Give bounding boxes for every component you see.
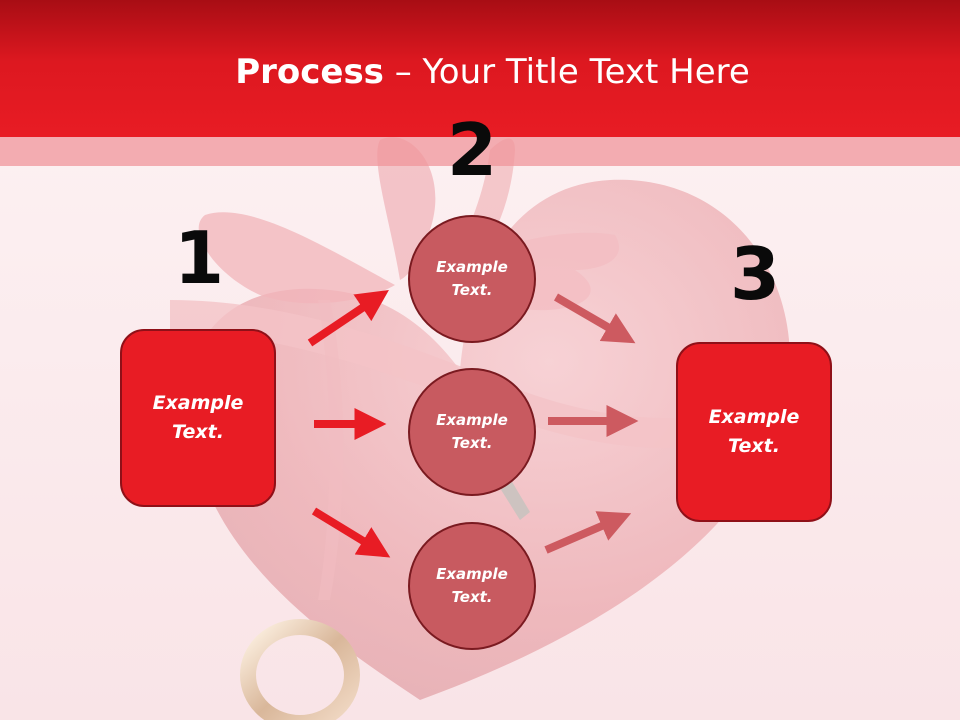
ribbon-bow-left <box>198 212 395 304</box>
step-3-box: Example Text. <box>676 342 832 522</box>
arrow-top-to-3 <box>553 293 636 344</box>
arrow-bottom-to-3 <box>544 511 632 554</box>
step-1-box: Example Text. <box>120 329 276 507</box>
title-bar-band <box>0 137 960 166</box>
title-rest: – Your Title Text Here <box>383 52 750 92</box>
step-number-3: 3 <box>730 232 781 316</box>
step-2-node-top: Example Text. <box>408 215 536 343</box>
slide-title: Process – Your Title Text Here <box>0 52 960 92</box>
step-2-node-middle: Example Text. <box>408 368 536 496</box>
step-2-node-bottom: Example Text. <box>408 522 536 650</box>
title-bar <box>0 0 960 137</box>
key-ring <box>240 619 360 720</box>
arrow-1-to-bottom <box>311 507 391 558</box>
step-number-2: 2 <box>447 108 498 192</box>
arrow-1-to-top <box>307 289 389 347</box>
step-number-1: 1 <box>174 216 225 300</box>
title-bold: Process <box>235 52 384 92</box>
